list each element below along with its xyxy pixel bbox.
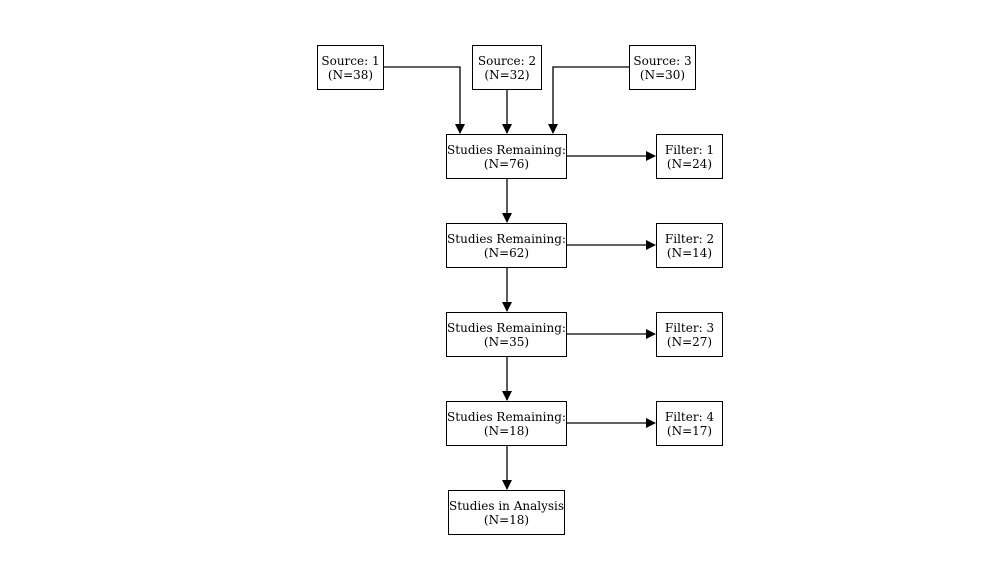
remaining-4-count: (N=18) (483, 423, 530, 438)
filter-3-count: (N=27) (666, 334, 713, 349)
filter-4-box: Filter: 4 (N=17) (656, 401, 723, 446)
remaining-2-count: (N=62) (483, 245, 530, 260)
source-3-box: Source: 3 (N=30) (629, 45, 696, 90)
filter-1-label: Filter: 1 (664, 142, 715, 157)
edge-source-3-to-remaining-1 (548, 66, 629, 134)
final-analysis-label: Studies in Analysis (448, 498, 565, 513)
source-3-label: Source: 3 (633, 53, 692, 68)
source-2-count: (N=32) (484, 67, 530, 82)
remaining-1-label: Studies Remaining: (447, 142, 566, 157)
final-analysis-box: Studies in Analysis (N=18) (448, 490, 565, 535)
edge-source-1-to-remaining-1 (384, 66, 465, 134)
remaining-1-count: (N=76) (483, 156, 530, 171)
filter-4-count: (N=17) (666, 423, 713, 438)
filter-1-count: (N=24) (666, 156, 713, 171)
remaining-3-box: Studies Remaining: (N=35) (446, 312, 567, 357)
filter-2-box: Filter: 2 (N=14) (656, 223, 723, 268)
filter-2-label: Filter: 2 (664, 231, 715, 246)
remaining-2-label: Studies Remaining: (447, 231, 566, 246)
source-1-count: (N=38) (327, 67, 374, 82)
remaining-2-box: Studies Remaining: (N=62) (446, 223, 567, 268)
filter-4-label: Filter: 4 (664, 409, 715, 424)
remaining-3-count: (N=35) (483, 334, 530, 349)
remaining-1-box: Studies Remaining: (N=76) (446, 134, 567, 179)
remaining-4-label: Studies Remaining: (447, 409, 566, 424)
remaining-4-box: Studies Remaining: (N=18) (446, 401, 567, 446)
remaining-3-label: Studies Remaining: (447, 320, 566, 335)
filter-3-box: Filter: 3 (N=27) (656, 312, 723, 357)
filter-3-label: Filter: 3 (664, 320, 715, 335)
source-2-label: Source: 2 (477, 53, 537, 68)
source-3-count: (N=30) (639, 67, 686, 82)
source-1-label: Source: 1 (321, 53, 380, 68)
filter-1-box: Filter: 1 (N=24) (656, 134, 723, 179)
source-2-box: Source: 2 (N=32) (472, 45, 542, 90)
final-analysis-count: (N=18) (483, 512, 530, 527)
source-1-box: Source: 1 (N=38) (317, 45, 384, 90)
filter-2-count: (N=14) (666, 245, 713, 260)
